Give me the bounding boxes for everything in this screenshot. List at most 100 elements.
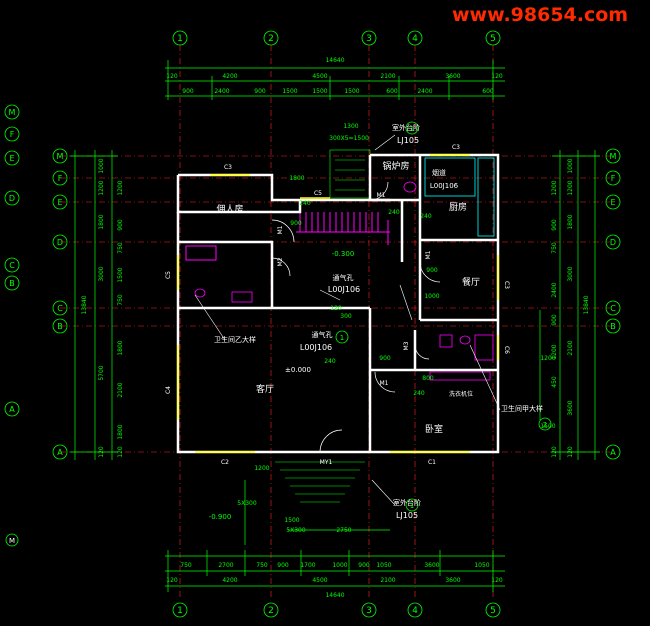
axis-label-far-left: M bbox=[9, 108, 16, 117]
elev-stair: -0.300 bbox=[332, 250, 355, 258]
window-c3: C3 bbox=[452, 144, 460, 151]
dim-misc: 120 bbox=[330, 305, 342, 312]
detail-bubble: 1 bbox=[410, 125, 414, 133]
axis-label-bottom: 2 bbox=[268, 606, 274, 616]
dim-top-1: 3600 bbox=[445, 73, 460, 80]
dim-misc: 1200 bbox=[540, 355, 555, 362]
dim-top-2: 1500 bbox=[312, 88, 327, 95]
dim-misc: 240 bbox=[388, 209, 400, 216]
room-chimney: 烟道 bbox=[432, 168, 446, 177]
axis-label-left: A bbox=[57, 448, 63, 457]
dim-right: 1200 bbox=[567, 180, 574, 195]
dim-right: 3000 bbox=[567, 266, 574, 281]
dim-bottom-1: 1050 bbox=[376, 562, 391, 569]
dim-misc: 900 bbox=[379, 355, 391, 362]
elev-outdoor: -0.900 bbox=[209, 513, 232, 521]
dim-top-2: 2400 bbox=[417, 88, 432, 95]
room-servant: 佣人房 bbox=[216, 203, 243, 215]
note-vent-2: 通气孔 bbox=[312, 330, 333, 339]
dim-right-inner: 450 bbox=[551, 376, 558, 388]
dim-left-inner: 900 bbox=[117, 219, 124, 231]
dim-left-inner: 750 bbox=[117, 294, 124, 306]
ref-lj105-top: LJ105 bbox=[397, 136, 419, 145]
dim-bottom-1: 2700 bbox=[218, 562, 233, 569]
door-m1: M1 bbox=[380, 380, 389, 387]
dim-misc: 1500 bbox=[284, 517, 299, 524]
dim-left: 1200 bbox=[98, 180, 105, 195]
detail-bubble: 1 bbox=[340, 334, 344, 342]
axis-label-top: 4 bbox=[412, 34, 418, 44]
dim-top-2: 1500 bbox=[282, 88, 297, 95]
dim-left-inner: 1800 bbox=[117, 424, 124, 439]
dim-total-right: 13840 bbox=[583, 295, 590, 314]
note-vent-1: 通气孔 bbox=[333, 273, 354, 282]
kitchen-counter bbox=[424, 157, 495, 237]
axis-label-left: E bbox=[57, 198, 62, 207]
dim-bottom-2: 120 bbox=[491, 577, 503, 584]
dim-right: 2100 bbox=[567, 340, 574, 355]
room-living: 客厅 bbox=[256, 383, 274, 395]
axis-label-far-left: A bbox=[9, 405, 15, 414]
dimension-lines bbox=[70, 60, 600, 592]
dim-right: 1000 bbox=[567, 158, 574, 173]
dim-bottom-1: 900 bbox=[277, 562, 289, 569]
dim-bottom-2: 3600 bbox=[445, 577, 460, 584]
dim-bottom-2: 4500 bbox=[312, 577, 327, 584]
dim-left: 5700 bbox=[98, 365, 105, 380]
axis-label-right: E bbox=[610, 198, 615, 207]
dim-top-1: 4500 bbox=[312, 73, 327, 80]
window-c5: C5 bbox=[165, 271, 172, 279]
dim-misc: 1800 bbox=[289, 175, 304, 182]
dim-left-inner: 2100 bbox=[117, 382, 124, 397]
dim-misc: 300 bbox=[340, 313, 352, 320]
dim-misc: 300X5=1500 bbox=[329, 135, 369, 142]
dim-misc: 900 bbox=[290, 220, 302, 227]
dim-top-2: 600 bbox=[386, 88, 398, 95]
axis-label-top: 1 bbox=[177, 34, 183, 44]
window-c3: C3 bbox=[503, 281, 510, 289]
dim-right: 3600 bbox=[567, 400, 574, 415]
dim-bottom-1: 900 bbox=[358, 562, 370, 569]
dim-right-inner: 1200 bbox=[551, 180, 558, 195]
dim-top-2: 900 bbox=[254, 88, 266, 95]
misc-marker: M bbox=[9, 537, 15, 545]
dim-misc: 900 bbox=[426, 267, 438, 274]
dim-top-2: 2400 bbox=[214, 88, 229, 95]
interior-stair bbox=[185, 212, 390, 261]
dim-top-1: 4200 bbox=[222, 73, 237, 80]
dim-right-inner: 1200 bbox=[551, 344, 558, 359]
dim-misc: 240 bbox=[324, 358, 336, 365]
dim-misc: 800 bbox=[422, 375, 434, 382]
dim-total-bottom: 14640 bbox=[325, 592, 344, 599]
dim-bottom-2: 120 bbox=[166, 577, 178, 584]
dim-right-inner: 120 bbox=[551, 446, 558, 458]
window-c1: C1 bbox=[428, 459, 436, 466]
dim-top-1: 2100 bbox=[380, 73, 395, 80]
axis-label-bottom: 3 bbox=[366, 606, 372, 616]
dim-left: 3000 bbox=[98, 266, 105, 281]
door-my1: MY1 bbox=[320, 459, 333, 466]
doors bbox=[271, 181, 441, 453]
axis-label-top: 5 bbox=[490, 34, 496, 44]
ref-l00j106-2: L00J106 bbox=[300, 343, 332, 352]
axis-label-far-left: E bbox=[9, 154, 14, 163]
dim-misc: 240 bbox=[413, 390, 425, 397]
door-m1: M1 bbox=[425, 250, 432, 259]
note-outdoor-step-top: 室外台阶 bbox=[392, 123, 420, 132]
window-c3: C3 bbox=[224, 164, 232, 171]
dim-left: 1000 bbox=[98, 158, 105, 173]
window-c4: C4 bbox=[165, 386, 172, 394]
axis-bubbles bbox=[4, 30, 621, 618]
ref-lj105-bottom: LJ105 bbox=[396, 511, 418, 520]
axis-label-far-left: D bbox=[9, 194, 15, 203]
axis-label-left: F bbox=[58, 174, 63, 183]
dim-left-inner: 1800 bbox=[117, 340, 124, 355]
ref-l00j106-1: L00J106 bbox=[328, 285, 360, 294]
dim-top-1: 120 bbox=[491, 73, 503, 80]
axis-label-right: F bbox=[611, 174, 616, 183]
detail-bubble: 2 bbox=[543, 421, 547, 429]
axis-label-top: 2 bbox=[268, 34, 274, 44]
dim-left-inner: 1500 bbox=[117, 267, 124, 282]
dim-total-top: 14640 bbox=[325, 57, 344, 64]
